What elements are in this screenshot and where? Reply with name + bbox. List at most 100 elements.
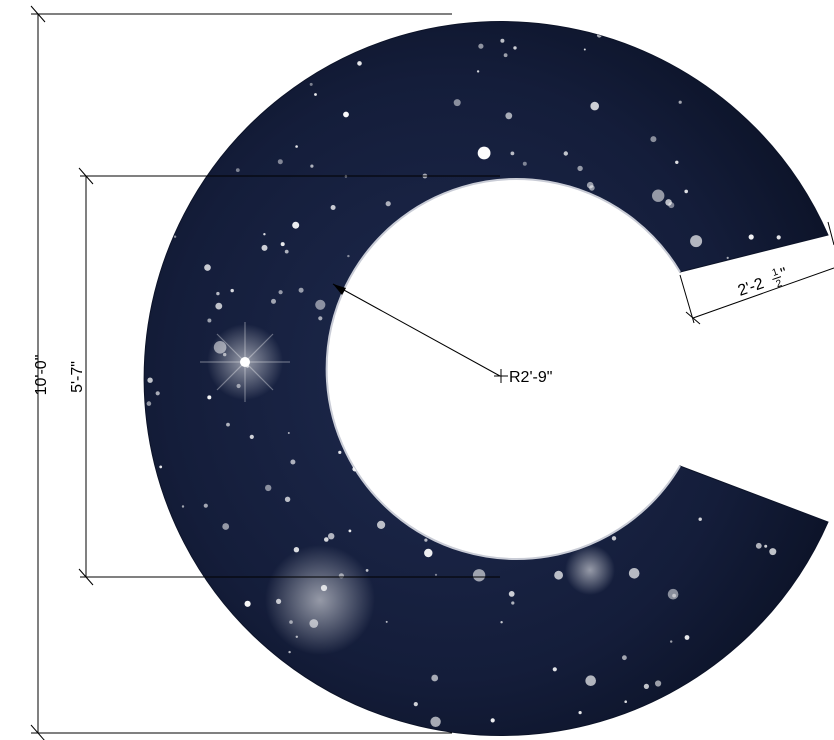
star <box>192 26 200 34</box>
star <box>375 38 378 41</box>
star <box>259 44 265 50</box>
star <box>769 448 774 453</box>
star <box>577 165 583 172</box>
star <box>476 70 480 73</box>
star <box>179 690 186 697</box>
star <box>343 111 349 118</box>
star <box>146 401 152 406</box>
star <box>829 146 833 150</box>
star <box>264 722 271 729</box>
star <box>478 384 486 392</box>
star <box>825 585 829 590</box>
star-glow <box>265 545 375 655</box>
star <box>284 249 289 254</box>
star <box>123 240 126 243</box>
star <box>624 700 627 703</box>
star-glow <box>565 545 615 595</box>
star <box>239 668 253 682</box>
star <box>428 456 435 462</box>
dimension-stroke-width-inch-mark: " <box>779 265 790 283</box>
star <box>467 273 472 278</box>
star <box>522 161 527 166</box>
star <box>478 43 484 49</box>
dimension-overall-height-label: 10'-0" <box>33 355 50 396</box>
star <box>315 299 326 310</box>
star <box>670 640 673 643</box>
star <box>324 537 329 542</box>
star <box>750 479 755 484</box>
star <box>237 679 243 684</box>
dimension-inner-height: 5'-7" <box>69 167 500 586</box>
star <box>330 205 336 210</box>
star <box>602 260 608 266</box>
star <box>159 465 163 469</box>
star <box>696 25 702 31</box>
star <box>249 434 254 439</box>
star <box>338 450 342 454</box>
star <box>489 218 493 221</box>
star <box>568 317 572 321</box>
star <box>385 201 391 207</box>
star <box>497 231 502 235</box>
star <box>424 538 428 542</box>
star <box>207 395 212 400</box>
star <box>149 180 155 185</box>
star <box>328 533 335 540</box>
star <box>425 242 428 245</box>
star <box>690 235 703 248</box>
inner-edge-highlight <box>325 178 681 560</box>
star <box>652 189 665 202</box>
star <box>795 388 801 395</box>
star <box>119 389 122 392</box>
star <box>261 244 268 251</box>
star <box>424 548 433 558</box>
star <box>287 432 290 434</box>
star <box>360 438 370 448</box>
star <box>290 459 296 465</box>
star <box>750 269 755 274</box>
star <box>601 728 610 736</box>
star <box>554 532 557 535</box>
star <box>284 496 291 502</box>
star <box>684 635 690 640</box>
star <box>125 649 127 651</box>
star <box>791 319 801 329</box>
star <box>252 51 264 63</box>
star <box>739 405 746 412</box>
star <box>364 417 371 424</box>
star <box>513 46 517 50</box>
star <box>222 523 230 530</box>
star <box>163 648 169 653</box>
star <box>392 493 400 501</box>
star <box>125 516 129 520</box>
star <box>310 164 314 168</box>
star <box>643 683 650 690</box>
star <box>735 665 748 679</box>
star <box>748 705 754 711</box>
star <box>678 421 684 427</box>
star <box>830 347 834 352</box>
star <box>610 438 621 449</box>
star <box>199 173 202 176</box>
star <box>675 160 679 164</box>
star <box>477 146 491 160</box>
star <box>185 169 189 173</box>
star <box>769 548 777 556</box>
star <box>203 503 208 508</box>
star <box>655 680 662 687</box>
star <box>381 251 388 258</box>
star <box>146 474 153 481</box>
star <box>362 462 369 469</box>
star <box>455 354 459 358</box>
star <box>481 268 488 275</box>
star <box>320 724 326 730</box>
star <box>347 254 350 258</box>
star <box>265 484 272 492</box>
star <box>810 192 813 194</box>
star <box>500 621 503 624</box>
dimension-inner-height-label: 5'-7" <box>69 361 86 393</box>
star <box>250 708 255 713</box>
star <box>442 346 446 350</box>
star <box>585 675 596 686</box>
star <box>453 99 461 107</box>
